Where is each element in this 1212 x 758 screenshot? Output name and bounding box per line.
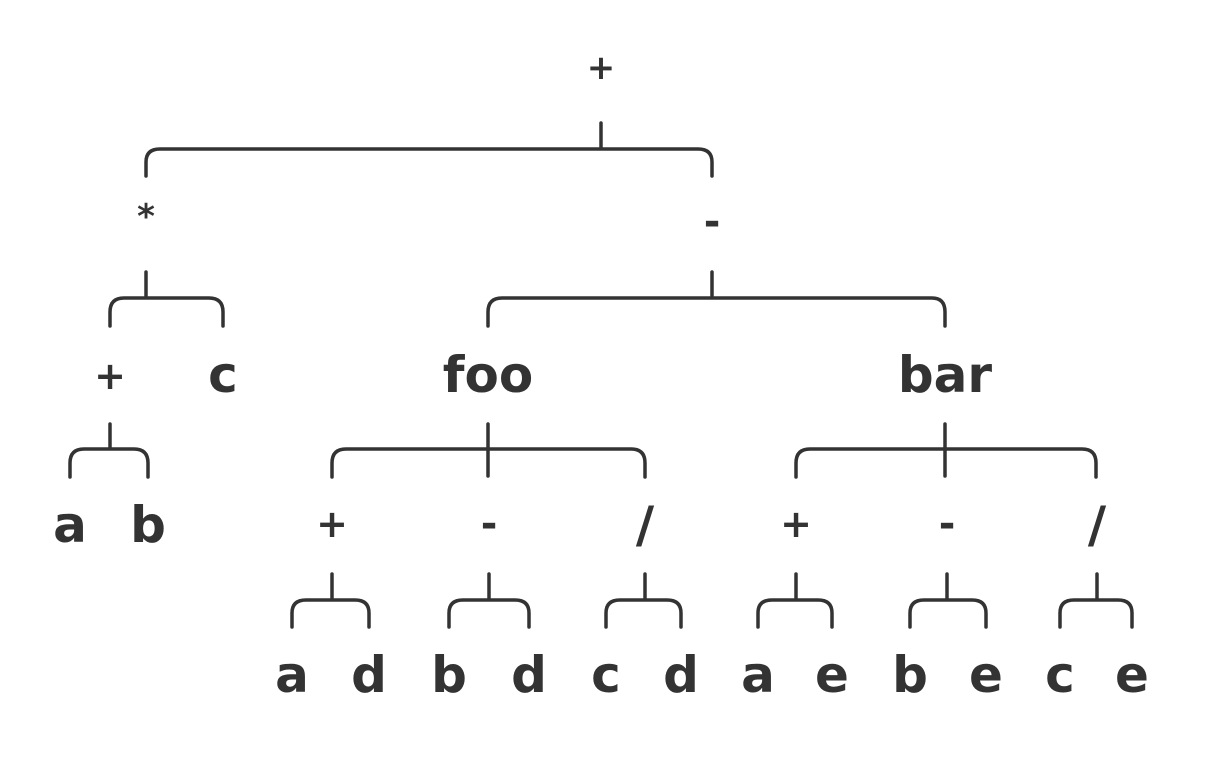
node-foo-plus: + [316,502,348,546]
edge-star-to-children [108,270,225,328]
node-plus-ab: + [94,354,126,398]
edge-bar-to-ops [794,422,1098,479]
tree-edges [68,121,1134,629]
leaf-foo-slash-2: d [663,646,699,704]
leaf-foo-plus-2: d [351,646,387,704]
node-bar-minus: - [939,501,956,547]
node-bar-plus: + [780,502,812,546]
edge-bar-plus-args [756,572,834,629]
leaf-bar-minus-1: b [892,646,928,704]
leaf-bar-plus-2: e [815,646,849,704]
leaf-bar-slash-1: c [1045,646,1075,704]
leaf-foo-slash-1: c [591,646,621,704]
leaf-bar-minus-2: e [969,646,1003,704]
leaf-bar-slash-2: e [1115,646,1149,704]
node-minus: - [704,199,721,245]
node-bar-slash: / [1088,496,1107,554]
edge-plus-to-ab [68,422,150,479]
edge-bar-slash-args [1058,572,1134,629]
edge-foo-plus-args [290,572,371,629]
edge-foo-slash-args [604,572,683,629]
edge-root-to-level1 [144,121,714,178]
node-multiply: * [137,197,155,237]
edge-minus-to-funcs [486,270,947,328]
leaf-foo-minus-2: d [511,646,547,704]
node-foo-minus: - [481,501,498,547]
edge-foo-minus-args [447,572,531,629]
tree-nodes: + * - + c foo bar a b + - / + - / a d b … [53,48,1149,704]
leaf-b: b [130,496,166,554]
node-foo: foo [443,346,533,404]
edge-foo-to-ops [330,422,647,479]
node-foo-slash: / [636,496,655,554]
node-bar: bar [898,346,993,404]
leaf-a: a [53,496,87,554]
node-root-plus: + [587,48,616,88]
leaf-foo-plus-1: a [275,646,309,704]
edge-bar-minus-args [908,572,988,629]
node-c: c [208,346,238,404]
leaf-bar-plus-1: a [741,646,775,704]
leaf-foo-minus-1: b [431,646,467,704]
